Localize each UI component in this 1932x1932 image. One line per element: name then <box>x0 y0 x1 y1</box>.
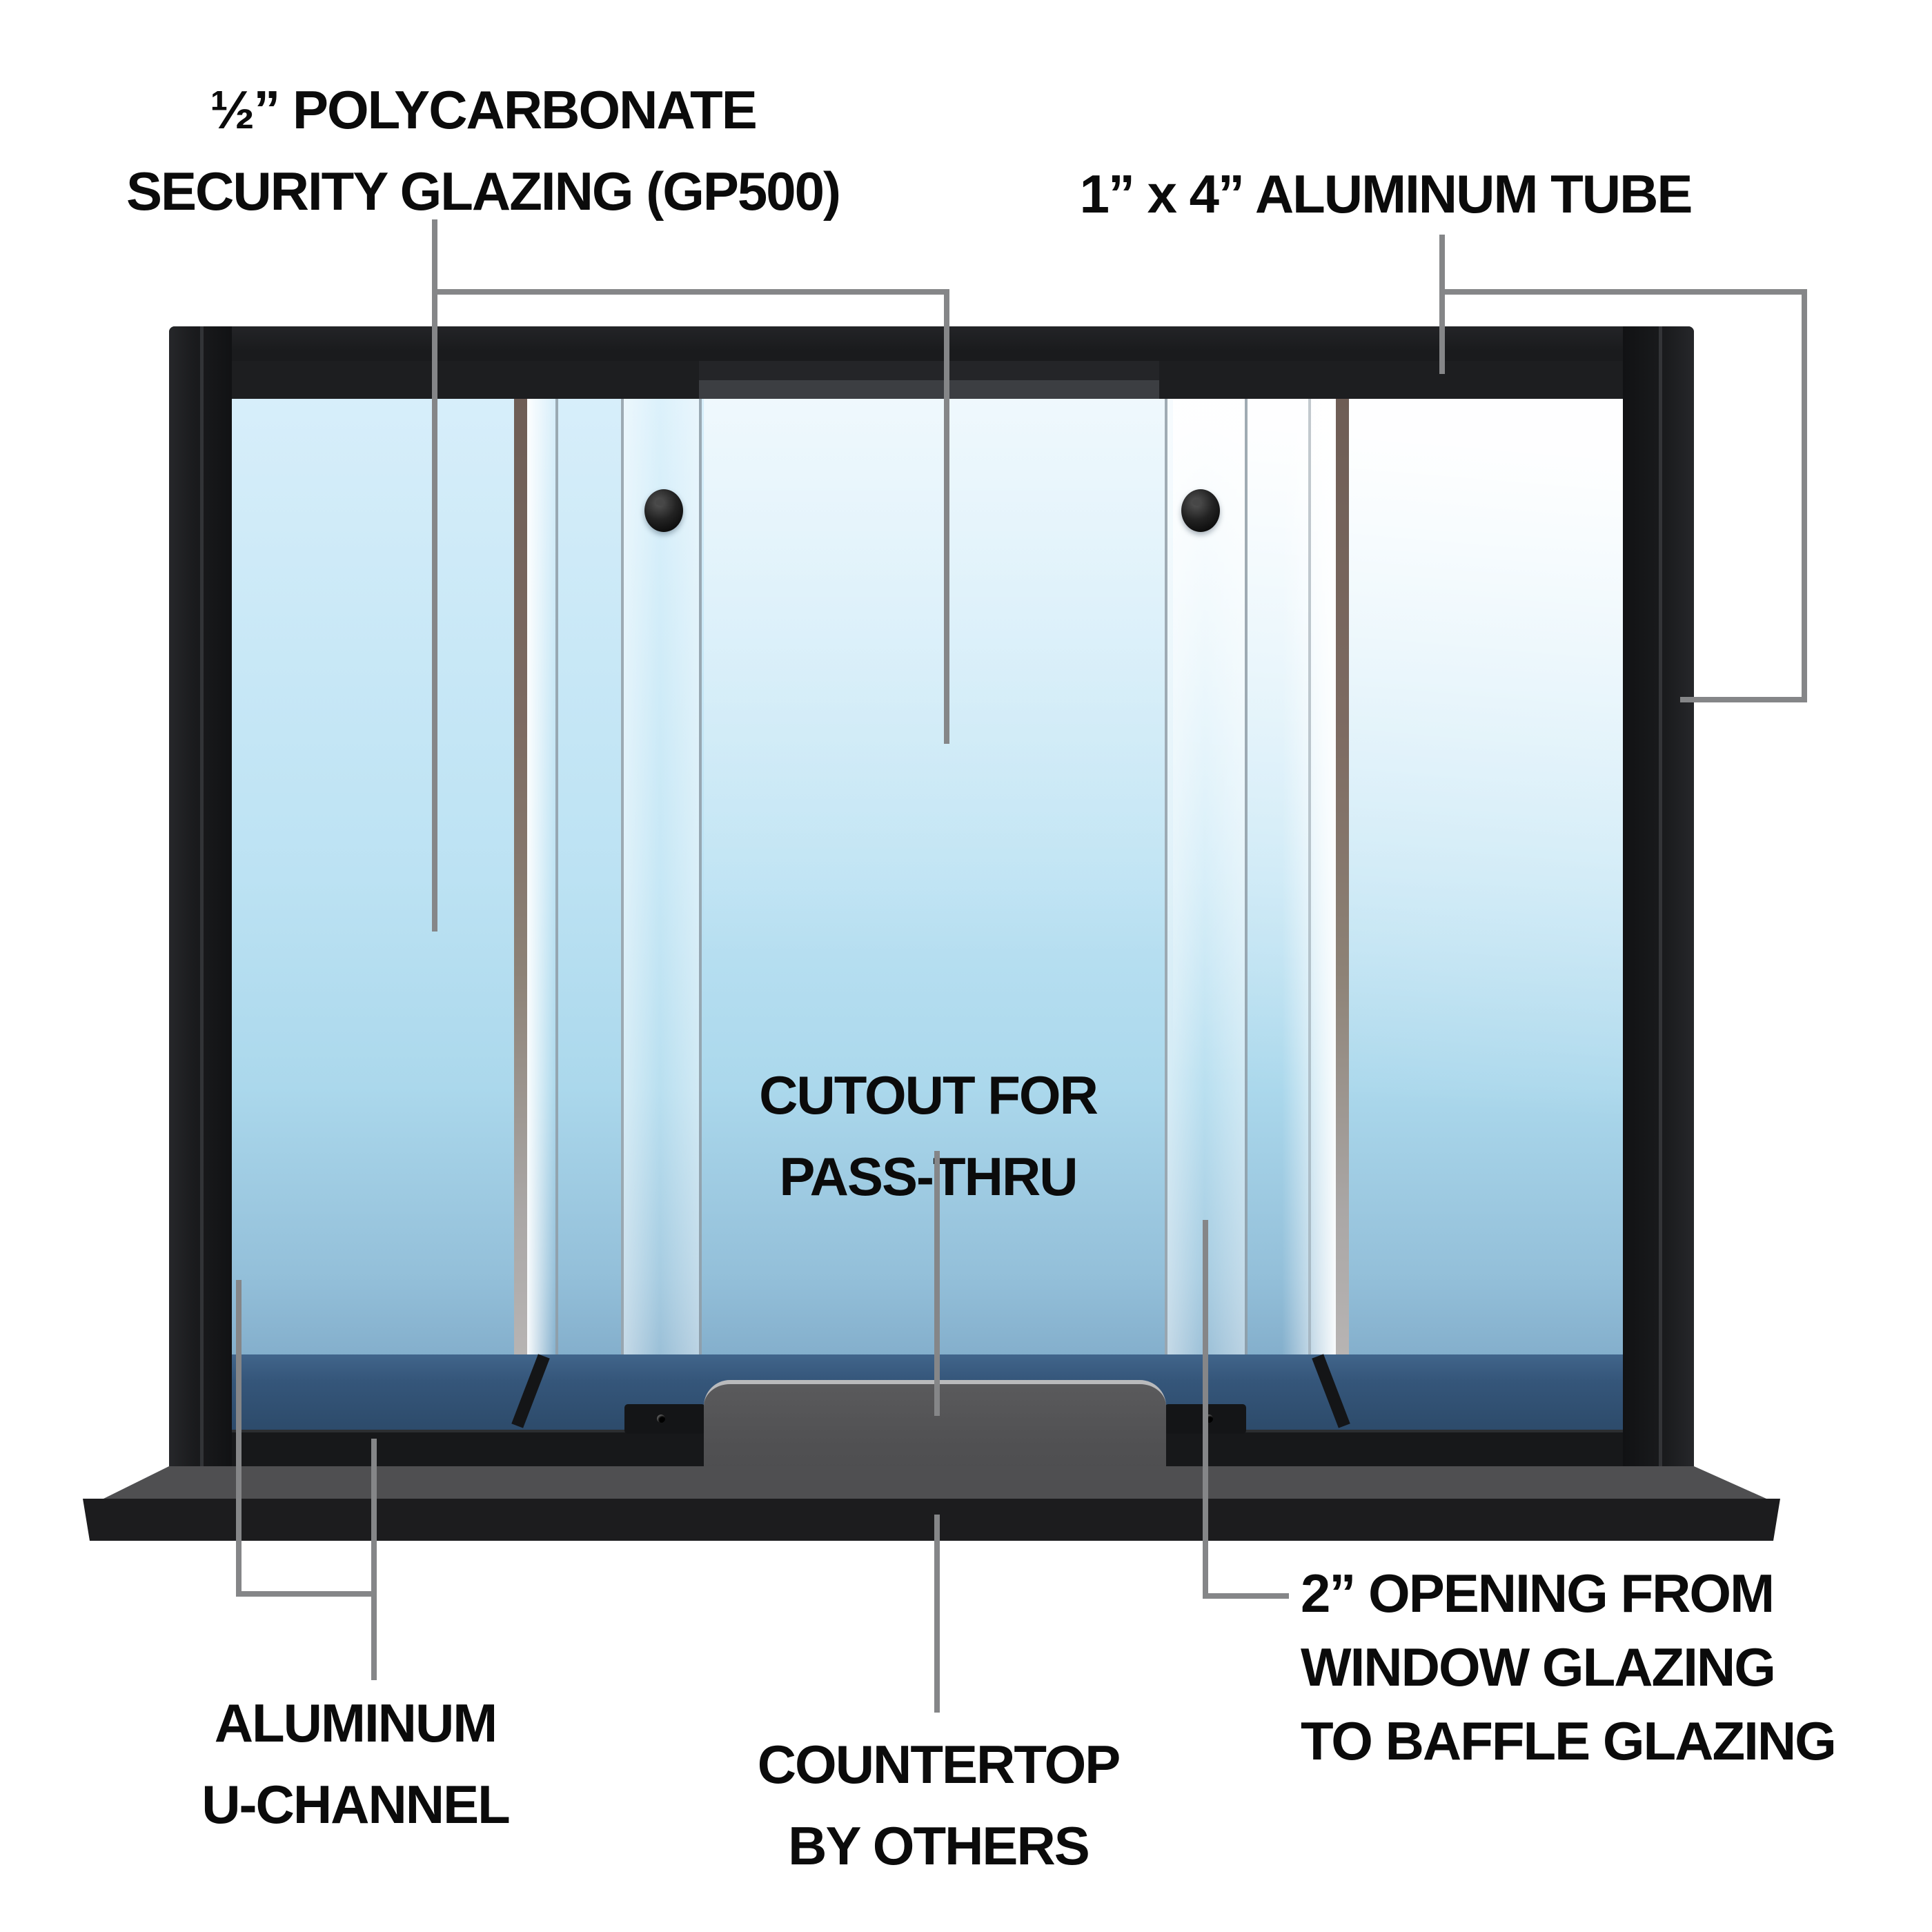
label-line: TO BAFFLE GLAZING <box>1301 1711 1837 1771</box>
label-cutout-pass-thru: CUTOUT FOR PASS-THRU <box>759 1054 1098 1217</box>
leader-glazing-vertical-left <box>432 219 437 931</box>
countertop-front-edge <box>83 1499 1780 1541</box>
glass-edge-strip-right <box>1336 399 1349 1354</box>
slider-top-rail-left <box>232 361 699 399</box>
glass-seam <box>1165 399 1167 1354</box>
label-line: 2” OPENING FROM <box>1301 1563 1775 1624</box>
slider-top-rail-right <box>1159 361 1623 399</box>
frame-head-tube <box>169 326 1694 361</box>
label-countertop-by-others: COUNTERTOP BY OTHERS <box>757 1724 1121 1886</box>
window-glazing-area <box>232 399 1623 1365</box>
label-line: WINDOW GLAZING <box>1301 1637 1776 1697</box>
leader-opening-horizontal <box>1203 1593 1289 1599</box>
label-line: ALUMINUM <box>214 1693 498 1753</box>
leader-tube-horizontal-top <box>1439 289 1807 295</box>
glass-edge-highlight-left <box>527 399 556 1354</box>
frame-lip <box>1659 326 1662 1473</box>
leader-uchannel-vertical-right <box>371 1439 377 1680</box>
label-polycarbonate-glazing: ½” POLYCARBONATE SECURITY GLAZING (GP500… <box>126 69 841 232</box>
glass-reflection-right <box>1173 399 1623 1365</box>
glass-reflection-center <box>704 399 1173 1054</box>
glass-seam <box>1308 399 1311 1354</box>
leader-tube-pointer <box>1680 697 1807 702</box>
handle-knob-icon <box>1181 489 1220 532</box>
label-aluminum-tube: 1” x 4” ALUMINUM TUBE <box>1079 153 1693 235</box>
leader-uchannel-vertical-left <box>236 1280 241 1597</box>
leader-tube-vertical <box>1439 235 1445 374</box>
frame-jamb-right <box>1623 326 1694 1473</box>
label-line: ½” POLYCARBONATE <box>210 79 757 140</box>
label-line: COUNTERTOP <box>757 1734 1121 1795</box>
leader-cutout-vertical <box>934 1151 940 1416</box>
glass-seam <box>555 399 558 1354</box>
baffle-glazing-band-left <box>621 399 699 1354</box>
leader-uchannel-bracket <box>236 1591 377 1597</box>
leader-opening-vertical <box>1203 1220 1208 1599</box>
label-2in-opening: 2” OPENING FROM WINDOW GLAZING TO BAFFLE… <box>1301 1557 1837 1778</box>
leader-glazing-horizontal <box>432 289 949 295</box>
label-line: U-CHANNEL <box>201 1774 511 1835</box>
slider-track-groove <box>699 380 1159 399</box>
handle-knob-icon <box>644 489 683 532</box>
label-aluminum-u-channel: ALUMINUM U-CHANNEL <box>201 1682 511 1845</box>
glass-edge-strip-left <box>514 399 527 1354</box>
label-line: SECURITY GLAZING (GP500) <box>126 161 841 221</box>
frame-lip <box>200 326 204 1473</box>
label-line: CUTOUT FOR <box>759 1065 1098 1125</box>
frame-jamb-left <box>169 326 232 1473</box>
glass-seam <box>699 399 702 1354</box>
leader-tube-vertical-right <box>1802 289 1807 702</box>
label-line: 1” x 4” ALUMINUM TUBE <box>1079 164 1693 224</box>
leader-countertop-vertical <box>934 1515 940 1713</box>
countertop-surface <box>103 1466 1766 1499</box>
label-line: BY OTHERS <box>788 1815 1090 1876</box>
screw-icon <box>657 1414 665 1423</box>
label-line: PASS-THRU <box>779 1146 1078 1207</box>
glass-seam <box>621 399 624 1354</box>
leader-glazing-vertical-right <box>944 289 949 744</box>
glass-seam <box>1245 399 1248 1354</box>
slider-track <box>699 361 1159 380</box>
